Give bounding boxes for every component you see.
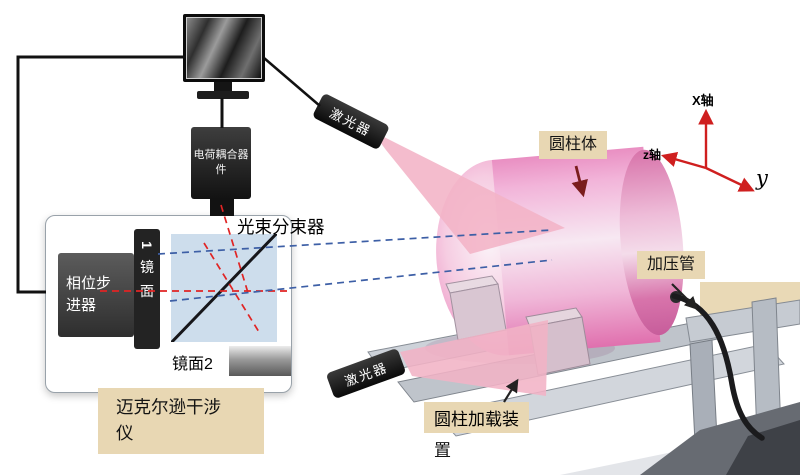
ccd-label-line1: 电荷耦合器 [193, 149, 249, 162]
beam-splitter-label: 光束分束器 [237, 217, 325, 237]
splitter-diagonal [171, 234, 277, 342]
loading-device-label-line2: 置 [434, 441, 451, 460]
mirror-2 [229, 346, 291, 376]
cylinder-arrow [571, 165, 588, 198]
axis-x-label: X轴 [692, 93, 714, 108]
phase-stepper: 相位步 进器 [58, 253, 134, 337]
laser-bottom-label: 激光器 [342, 359, 391, 390]
ccd-camera: 电荷耦合器 件 [191, 127, 251, 199]
mirror-1-digit: 1 [138, 241, 155, 249]
monitor-stand-neck [214, 82, 232, 91]
ccd-label-line2: 件 [215, 164, 227, 176]
mirror-1-char2: 面 [140, 283, 154, 299]
pressure-pipe-arrow [671, 283, 698, 310]
support-blocks [445, 275, 591, 376]
background-band [700, 282, 800, 316]
laser-top-label: 激光器 [327, 105, 374, 140]
beam-splitter-cube [171, 234, 277, 342]
ccd-lens [210, 199, 234, 216]
monitor-stand-base [197, 91, 249, 99]
floor [560, 426, 800, 475]
laser-bottom: 激光器 [325, 347, 407, 400]
pressure-pipe-label: 加压管 [637, 251, 706, 280]
michelson-label-line2: 仪 [116, 423, 134, 444]
monitor [183, 14, 265, 82]
loading-device-label: 圆柱加载装 置 [424, 402, 529, 464]
loading-device-arrow [503, 378, 519, 403]
cylinder-shadow [425, 332, 615, 364]
annotation-arrows [503, 165, 698, 403]
laser-beam-bottom [400, 320, 548, 396]
mirror-2-label: 镜面2 [172, 356, 213, 373]
mirror-1: 1 镜 面 [134, 229, 160, 349]
loading-device-label-line1: 圆柱加载装 [424, 402, 529, 433]
speckle-image [186, 17, 262, 79]
michelson-label: 迈克尔逊干涉 仪 [98, 388, 264, 454]
axis-y-label: y [756, 166, 768, 190]
axis-z-label: z轴 [643, 148, 662, 162]
laser-beams [372, 131, 565, 396]
laser-beam-top [372, 131, 565, 254]
michelson-label-line1: 迈克尔逊干涉 [116, 397, 221, 417]
interferometer-box: 相位步 进器 1 镜 面 镜面2 [45, 215, 292, 393]
phase-stepper-label-line1: 相位步 [66, 275, 112, 293]
pressure-pipe [670, 291, 765, 441]
coordinate-axes [661, 108, 755, 192]
cylinder-label: 圆柱体 [539, 131, 608, 160]
mirror-1-char1: 镜 [140, 259, 154, 275]
phase-stepper-label-line2: 进器 [66, 297, 97, 314]
laser-top: 激光器 [311, 92, 391, 151]
